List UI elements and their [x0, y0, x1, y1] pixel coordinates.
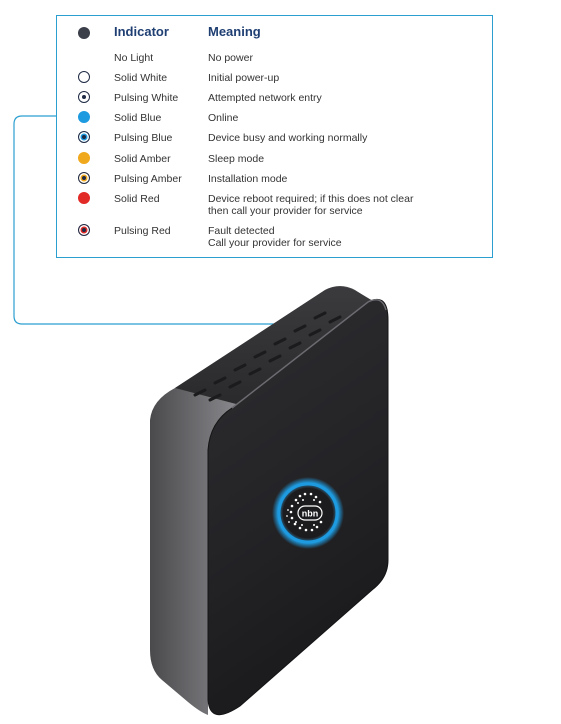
meaning-column-header: Meaning	[208, 24, 261, 39]
pulsing-white-dot-icon	[78, 91, 90, 103]
legend-header: Indicator Meaning	[57, 24, 492, 42]
pulsing-blue-dot-icon	[78, 131, 90, 143]
nbn-logo-pill	[297, 505, 323, 521]
solid-amber-dot-icon	[78, 152, 90, 164]
indicator-label: No Light	[114, 52, 154, 64]
indicator-label: Pulsing Amber	[114, 173, 182, 185]
meaning-label: Initial power-up	[208, 72, 280, 84]
nbn-logo-text: nbn	[302, 509, 319, 519]
solid-red-dot-icon	[78, 192, 90, 204]
indicator-label: Solid Red	[114, 193, 160, 205]
device-vents	[193, 311, 342, 402]
led-ring-icon	[277, 482, 339, 544]
solid-blue-dot-icon	[78, 111, 90, 123]
indicator-column-header: Indicator	[114, 24, 169, 39]
meaning-line-2: then call your provider for service	[208, 205, 363, 217]
indicator-label: Solid White	[114, 72, 168, 84]
pulsing-amber-dot-icon	[78, 172, 90, 184]
meaning-label: Device reboot required; if this does not…	[208, 193, 468, 217]
meaning-label: No power	[208, 52, 253, 64]
indicator-label: Pulsing Blue	[114, 132, 173, 144]
meaning-line-2: Call your provider for service	[208, 237, 342, 249]
indicator-label: Pulsing Red	[114, 225, 171, 237]
meaning-line-1: Device reboot required; if this does not…	[208, 193, 414, 205]
nbn-logo-icon	[286, 492, 323, 532]
device-top	[175, 286, 388, 405]
meaning-label: Device busy and working normally	[208, 132, 368, 144]
meaning-label: Online	[208, 112, 239, 124]
indicator-label: Solid Blue	[114, 112, 162, 124]
indicator-label: Pulsing White	[114, 92, 179, 104]
meaning-label: Sleep mode	[208, 153, 265, 165]
indicator-label: Solid Amber	[114, 153, 171, 165]
meaning-line-1: Fault detected	[208, 225, 275, 237]
meaning-label: Attempted network entry	[208, 92, 322, 104]
header-dot-icon	[78, 27, 90, 39]
indicator-legend: Indicator Meaning No Light No power Soli…	[56, 15, 493, 258]
meaning-label: Fault detected Call your provider for se…	[208, 225, 468, 249]
pulsing-red-dot-icon	[78, 224, 90, 236]
meaning-label: Installation mode	[208, 173, 288, 185]
solid-white-dot-icon	[78, 71, 90, 83]
